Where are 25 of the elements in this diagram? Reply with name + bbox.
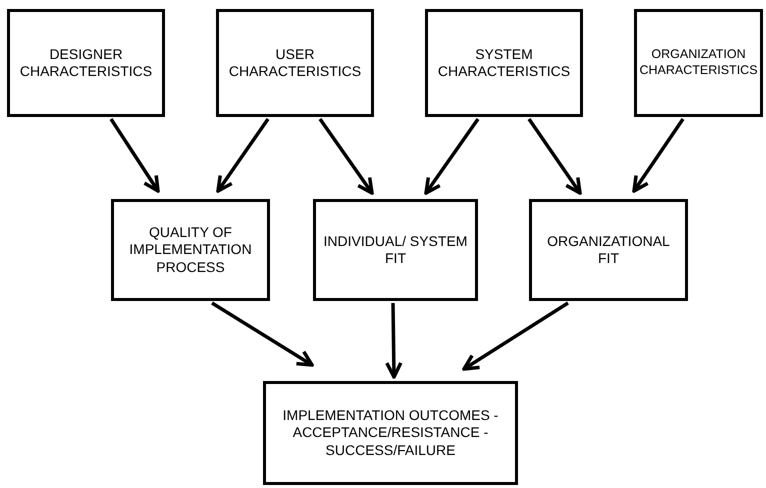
process-box [111, 199, 270, 301]
box-label: ORGANIZATION CHARACTERISTICS [639, 47, 758, 79]
process-box [7, 9, 165, 117]
arrow [385, 302, 403, 379]
box-label: DESIGNER CHARACTERISTICS [18, 46, 154, 80]
arrow [318, 118, 374, 195]
process-box [425, 9, 583, 117]
process-box [634, 9, 763, 117]
box-label: IMPLEMENTATION OUTCOMES -ACCEPTANCE/RESISTANCE -SUCCESS/FAILURE [282, 406, 500, 460]
box-label: INDIVIDUAL/ SYSTEM FIT [322, 232, 468, 268]
arrow [632, 118, 684, 193]
box-label: QUALITY OF IMPLEMENTATION PROCESS [128, 224, 253, 276]
process-box [216, 9, 374, 117]
arrow [211, 302, 314, 367]
box-label: ORGANIZATIONAL FIT [546, 232, 671, 268]
box-label: USER CHARACTERISTICS [228, 46, 362, 80]
arrow [462, 302, 569, 371]
process-box [529, 199, 688, 301]
process-box [263, 381, 518, 485]
arrow [110, 118, 160, 193]
arrow [528, 118, 582, 195]
process-box [313, 199, 478, 301]
arrow [424, 118, 480, 195]
box-label: SYSTEM CHARACTERISTICS [436, 46, 572, 80]
arrow [216, 118, 270, 193]
